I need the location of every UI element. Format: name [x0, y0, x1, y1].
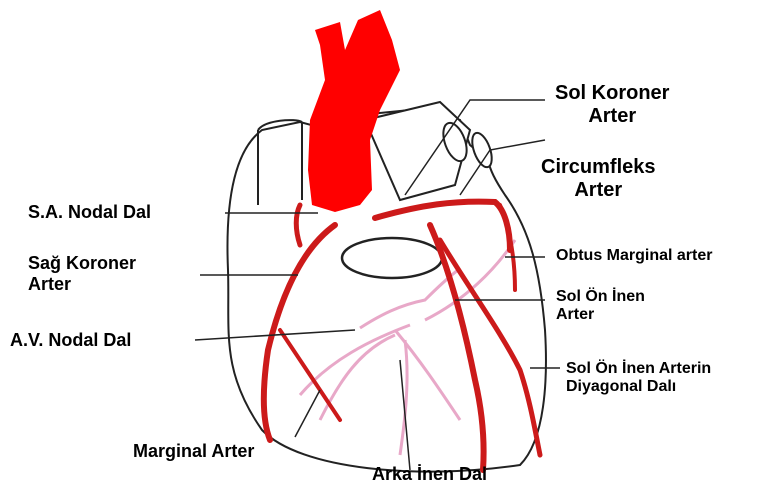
label-marginal: Marginal Arter: [133, 441, 254, 462]
label-arka-inen: Arka İnen Dal: [372, 464, 487, 485]
label-av-nodal: A.V. Nodal Dal: [10, 330, 131, 351]
valve-ring: [342, 238, 442, 278]
label-obtus-marginal: Obtus Marginal arter: [556, 247, 712, 265]
label-sa-nodal: S.A. Nodal Dal: [28, 202, 151, 223]
